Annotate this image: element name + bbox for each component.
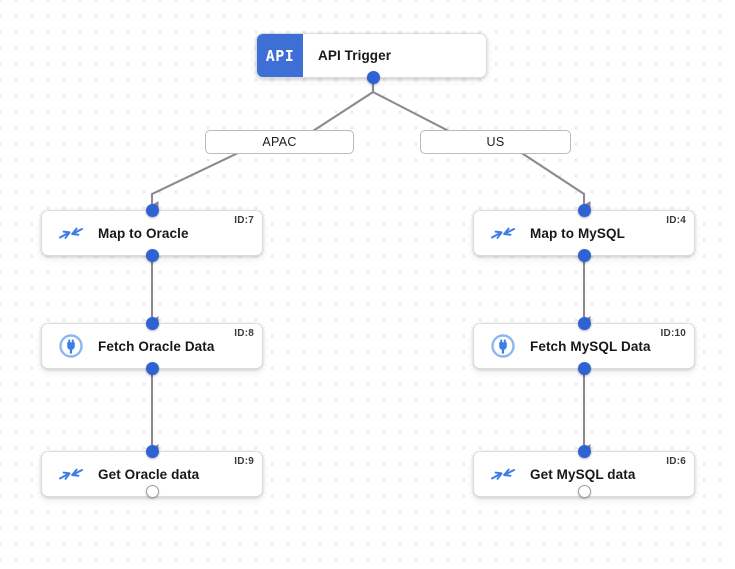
port-input-get-mysql-data[interactable] xyxy=(577,445,591,458)
node-id-label: ID:9 xyxy=(234,456,254,467)
node-map-to-mysql[interactable]: Map to MySQL ID:4 xyxy=(473,210,695,256)
port-output-get-oracle-data[interactable] xyxy=(145,485,159,498)
api-icon: API xyxy=(257,34,303,77)
node-title: Map to Oracle xyxy=(98,225,189,241)
node-title: Get Oracle data xyxy=(98,466,200,482)
node-id-label: ID:8 xyxy=(234,328,254,339)
map-arrows-icon xyxy=(488,459,518,489)
database-plug-icon xyxy=(488,331,518,361)
map-arrows-icon xyxy=(488,218,518,248)
node-id-label: ID:7 xyxy=(234,215,254,226)
map-arrows-icon xyxy=(56,218,86,248)
port-input-map-to-oracle[interactable] xyxy=(145,204,159,217)
node-title: Get MySQL data xyxy=(530,466,636,482)
port-input-get-oracle-data[interactable] xyxy=(145,445,159,458)
database-plug-icon xyxy=(56,331,86,361)
branch-label-text: APAC xyxy=(262,135,297,149)
api-badge-label: API xyxy=(265,46,295,65)
port-output-map-to-oracle[interactable] xyxy=(145,249,159,262)
node-title: Map to MySQL xyxy=(530,225,625,241)
node-id-label: ID:10 xyxy=(660,328,686,339)
node-title: API Trigger xyxy=(318,48,392,63)
node-title: Fetch MySQL Data xyxy=(530,338,651,354)
node-fetch-oracle-data[interactable]: Fetch Oracle Data ID:8 xyxy=(41,323,263,369)
map-arrows-icon xyxy=(56,459,86,489)
branch-label-apac[interactable]: APAC xyxy=(205,130,354,154)
port-output-fetch-mysql-data[interactable] xyxy=(577,362,591,375)
port-input-fetch-oracle-data[interactable] xyxy=(145,317,159,330)
port-output-get-mysql-data[interactable] xyxy=(577,485,591,498)
node-api-trigger[interactable]: API API Trigger xyxy=(256,33,487,78)
port-output-api-trigger[interactable] xyxy=(366,71,380,84)
port-output-map-to-mysql[interactable] xyxy=(577,249,591,262)
port-input-fetch-mysql-data[interactable] xyxy=(577,317,591,330)
node-title: Fetch Oracle Data xyxy=(98,338,215,354)
branch-label-text: US xyxy=(486,135,505,149)
node-id-label: ID:4 xyxy=(666,215,686,226)
port-input-map-to-mysql[interactable] xyxy=(577,204,591,217)
port-output-fetch-oracle-data[interactable] xyxy=(145,362,159,375)
branch-label-us[interactable]: US xyxy=(420,130,571,154)
node-id-label: ID:6 xyxy=(666,456,686,467)
